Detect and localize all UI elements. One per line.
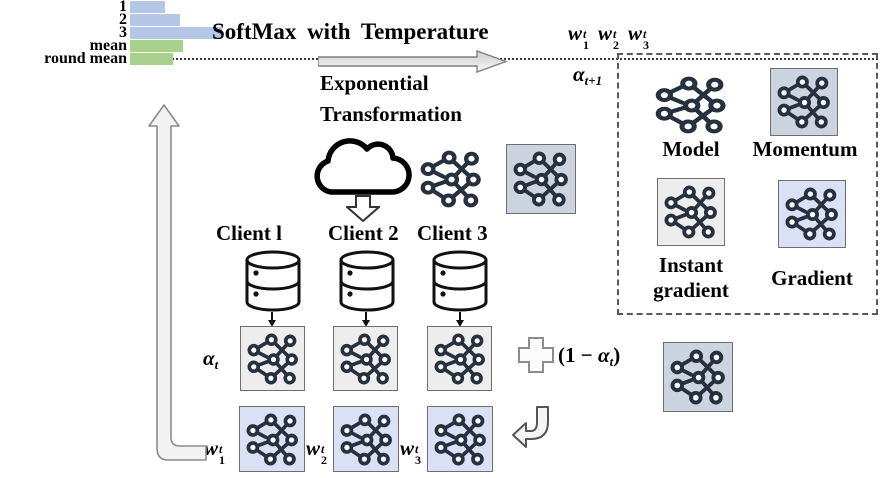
gradient-box-icon: [778, 180, 846, 248]
instant-gradient-box-icon: [657, 178, 725, 246]
client-3-label: Client 3: [417, 221, 488, 245]
client-3-gradient-icon: [427, 406, 493, 472]
softmax-title: SoftMax with Temperature: [212, 19, 489, 44]
weight-bar-chart: 1 2 3 mean round mean: [0, 0, 222, 67]
broadcast-down-arrow-icon: [346, 195, 380, 222]
client-3-database-icon: [430, 250, 490, 314]
client-2-instant-gradient-icon: [333, 326, 398, 391]
bar-row: 3: [0, 24, 222, 41]
legend-box: [617, 53, 878, 315]
exponential-transformation-label: Exponential Transformation: [320, 68, 462, 130]
transformation-line: Transformation: [320, 102, 462, 126]
momentum-term-box-icon: [663, 342, 733, 412]
exponential-line: Exponential: [320, 71, 429, 95]
return-curved-arrow-icon: [512, 406, 549, 448]
server-momentum-box-icon: [506, 144, 576, 214]
bar-row: mean: [0, 37, 222, 54]
server-model-network-icon: [420, 150, 482, 208]
momentum-box-icon: [770, 68, 838, 136]
one-minus-alpha-label: (1 − αt): [558, 343, 621, 369]
legend-label-gradient: Gradient: [771, 266, 853, 290]
bar-label: 2: [119, 11, 127, 28]
client-1-label: Client l: [216, 221, 282, 245]
bar-row: 2: [0, 11, 222, 28]
legend-label-instant-gradient: Instant gradient: [653, 253, 729, 302]
data-flow-arrow-icon: [456, 312, 464, 327]
client-2-database-icon: [337, 250, 397, 314]
model-network-icon: [655, 76, 727, 134]
bar: [130, 0, 165, 13]
alpha-next-label: αt+1: [573, 62, 603, 88]
client-3-instant-gradient-icon: [427, 326, 492, 391]
bar-label: 1: [119, 0, 127, 15]
plus-icon: [518, 337, 554, 373]
feedback-up-arrow-icon: [148, 104, 207, 461]
client-2-gradient-icon: [333, 406, 399, 472]
bar-label: mean: [89, 37, 127, 54]
data-flow-arrow-icon: [268, 312, 276, 327]
legend-label-model: Model: [662, 137, 720, 161]
flow-dotted-line: [133, 58, 878, 60]
bar-row: 1: [0, 0, 222, 15]
bar-label: 3: [119, 24, 127, 41]
bar: [130, 52, 173, 65]
cloud-icon: [314, 138, 412, 195]
legend-label-momentum: Momentum: [752, 137, 858, 161]
bar: [130, 39, 183, 52]
client-2-label: Client 2: [328, 221, 399, 245]
alpha-t-label: αt: [203, 346, 219, 372]
bar: [130, 26, 222, 39]
bar-label: round mean: [44, 50, 127, 67]
data-flow-arrow-icon: [362, 312, 370, 327]
client-1-database-icon: [243, 250, 303, 314]
bar: [130, 13, 180, 26]
softmax-arrow-icon: [318, 50, 508, 73]
client-1-instant-gradient-icon: [240, 326, 305, 391]
bar-row: round mean: [0, 50, 222, 67]
client-1-gradient-icon: [239, 406, 305, 472]
